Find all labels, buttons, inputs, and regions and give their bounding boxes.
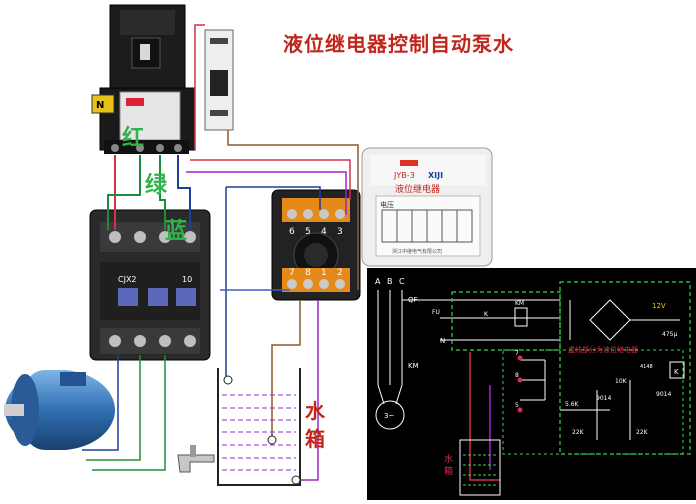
socket-pin-top-2: 5	[305, 227, 311, 237]
sch-t2: 9014	[656, 391, 671, 398]
sch-phase-a: A	[375, 277, 381, 286]
level-relay-box	[361, 147, 493, 267]
handwritten-green: 绿	[145, 172, 168, 198]
contactor-pole: 10	[182, 275, 192, 284]
sch-km-coil: KM	[515, 300, 524, 307]
relay-name: 液位继电器	[395, 183, 440, 195]
sch-r2: 5.6K	[565, 401, 580, 408]
sch-r4: 22K	[636, 429, 649, 436]
water-tank	[177, 368, 301, 486]
sch-r1: 10K	[615, 378, 628, 385]
sch-motor: 3~	[384, 412, 394, 420]
sch-voltage: 12V	[652, 302, 666, 310]
sch-t1: 9014	[596, 395, 611, 402]
socket-pin-top-4: 3	[337, 227, 343, 237]
socket-pin-bottom-3: 1	[321, 268, 327, 278]
sch-probe-1: 7	[515, 350, 519, 357]
handwritten-red: 红	[122, 125, 144, 151]
sch-cap: 475μ	[662, 331, 677, 338]
relay-maker: 浙江中继电气有限公司	[392, 248, 442, 255]
sch-qf: QF	[408, 296, 418, 304]
sch-probe-2: 8	[515, 372, 519, 379]
sch-tank-label-1: 水	[444, 453, 453, 465]
relay-brand: JYB-3	[393, 171, 415, 180]
socket-pin-bottom-2: 8	[305, 268, 311, 278]
sch-phase-c: C	[399, 277, 405, 286]
sch-tank-label-2: 箱	[444, 465, 453, 477]
page-title: 液位继电器控制自动泵水	[283, 32, 514, 56]
circuit-breaker	[91, 4, 196, 154]
socket-pin-top-1: 6	[289, 227, 295, 237]
relay-socket	[271, 189, 361, 301]
sch-diode: 4148	[640, 364, 653, 370]
tank-label-1: 水	[305, 399, 326, 423]
sch-km-motor: KM	[408, 362, 419, 370]
sch-fu: FU	[432, 309, 440, 316]
contactor-model: CJX2	[118, 275, 137, 284]
socket-pin-top-3: 4	[321, 227, 327, 237]
din-switch	[204, 29, 234, 131]
sch-r3: 22K	[572, 429, 585, 436]
socket-pin-bottom-4: 2	[337, 268, 343, 278]
relay-logo: XIJI	[428, 171, 443, 180]
wires	[82, 24, 359, 481]
relay-voltage-label: 电压	[380, 200, 394, 209]
socket-pin-bottom-1: 7	[289, 268, 295, 278]
sch-k-contact: K	[484, 311, 489, 318]
sch-phase-b: B	[387, 277, 393, 286]
schematic-panel	[367, 268, 696, 500]
contactor	[89, 209, 211, 361]
sch-relay-k: K	[674, 368, 679, 376]
breaker-n-label: N	[96, 100, 104, 111]
sch-dashed-caption: 虚线部分为液位继电器	[568, 345, 638, 354]
tank-label-2: 箱	[305, 427, 325, 451]
motor	[4, 370, 115, 450]
sch-probe-3: 5	[515, 402, 519, 409]
sch-n: N	[440, 337, 445, 345]
handwritten-blue: 蓝	[165, 219, 187, 244]
